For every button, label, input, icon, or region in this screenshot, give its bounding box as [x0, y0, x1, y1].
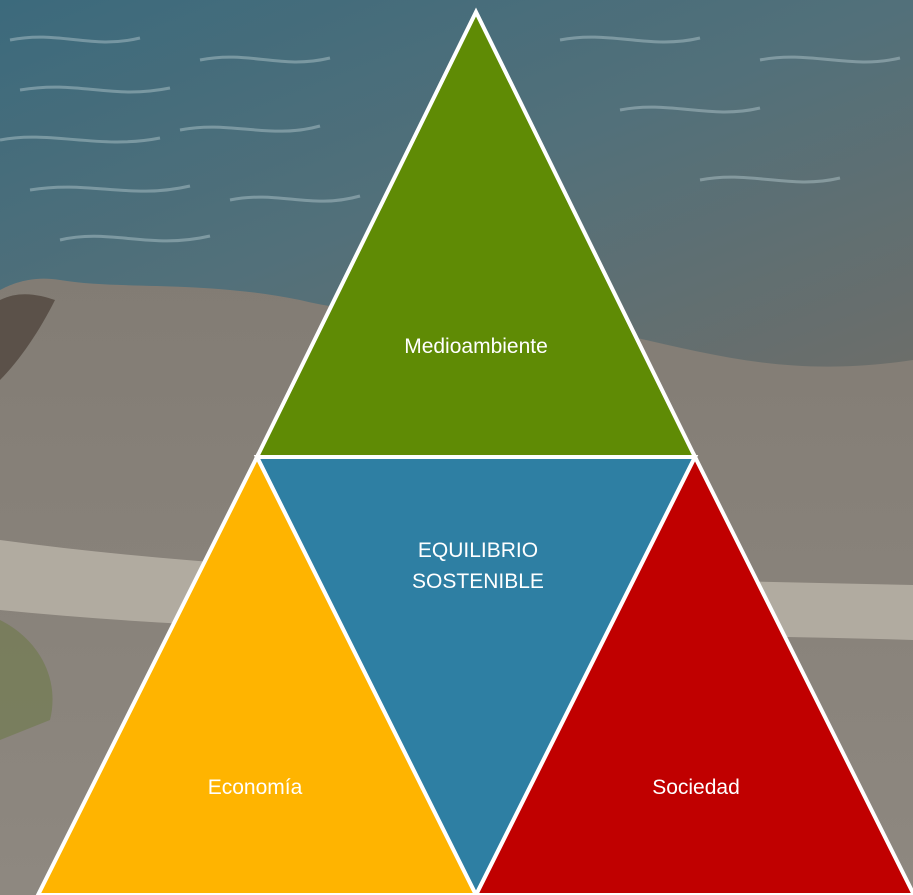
- rocks: [0, 294, 55, 380]
- society-triangle: [473, 452, 913, 895]
- grass-patch: [0, 620, 53, 740]
- economy-label: Economía: [208, 776, 303, 799]
- balance-label-line-1: EQUILIBRIO: [418, 539, 538, 562]
- water-ripples: [0, 35, 901, 243]
- economy-triangle: [35, 452, 479, 895]
- balance-label-line-2: SOSTENIBLE: [412, 570, 544, 593]
- environment-triangle: [253, 7, 699, 459]
- environment-label: Medioambiente: [404, 335, 548, 358]
- society-label: Sociedad: [652, 776, 740, 799]
